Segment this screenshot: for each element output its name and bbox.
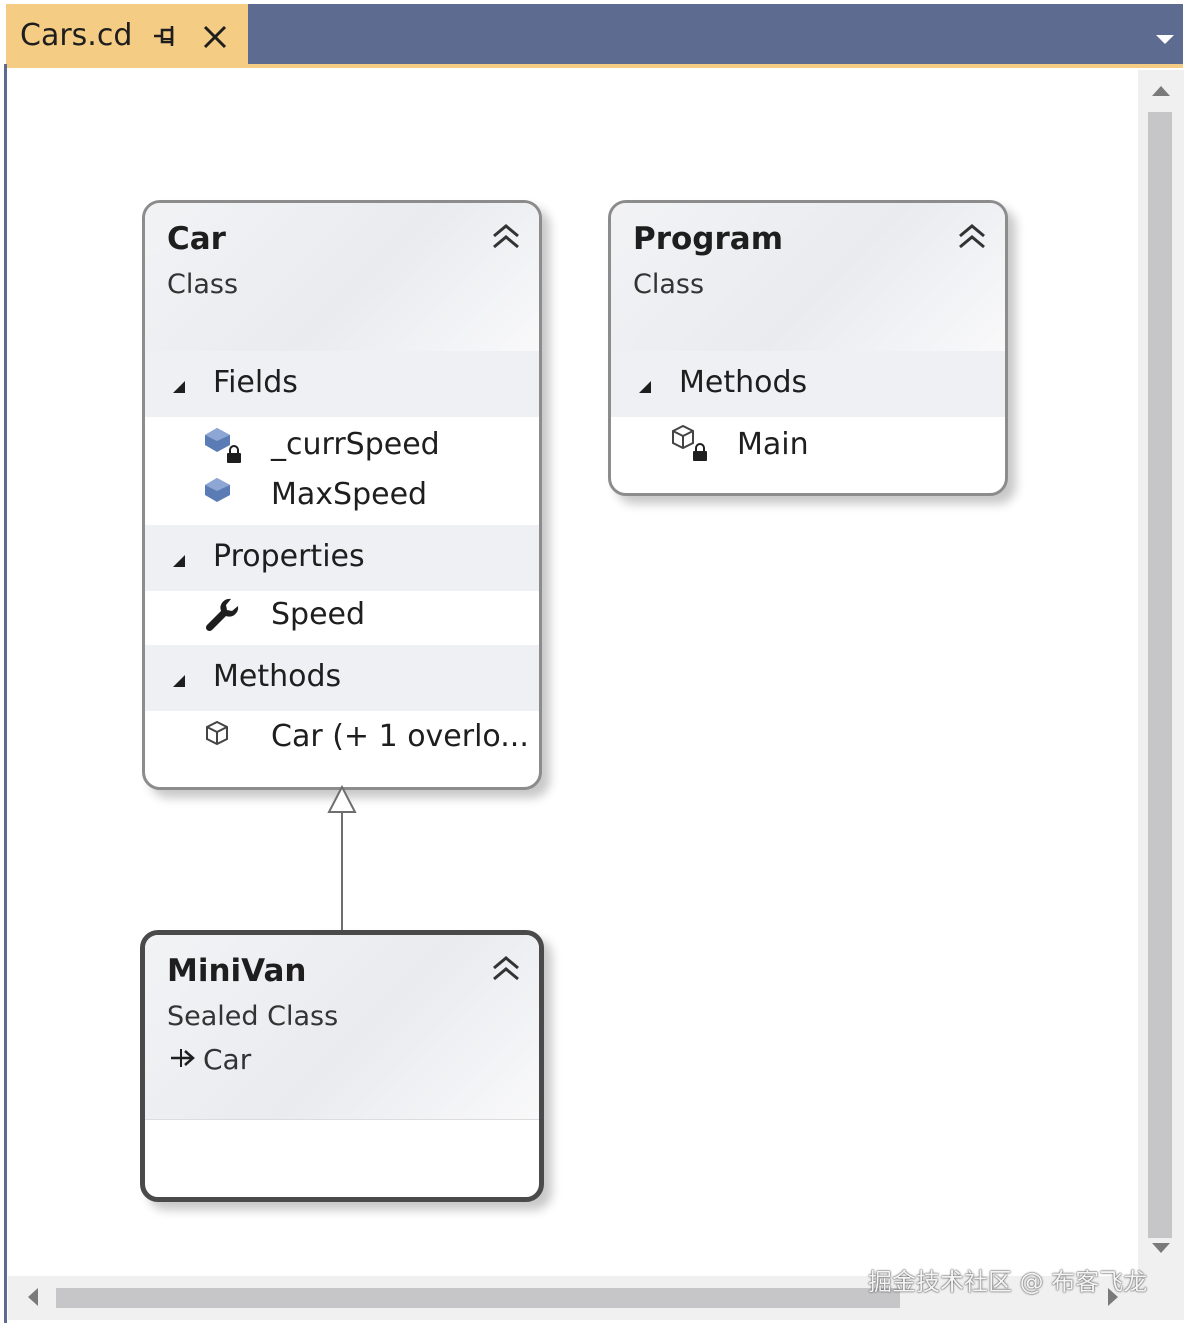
expand-triangle-icon[interactable]	[171, 553, 187, 569]
pin-icon[interactable]	[152, 26, 180, 46]
compartment-fields[interactable]: Fields	[145, 351, 539, 417]
expand-triangle-icon[interactable]	[637, 379, 653, 395]
window-border	[4, 64, 7, 1323]
expand-triangle-icon[interactable]	[171, 673, 187, 689]
member-row-field[interactable]: _currSpeed	[145, 421, 539, 473]
class-name: Car	[167, 221, 226, 257]
base-type-arrow-icon	[171, 1049, 195, 1067]
wrench-icon	[205, 598, 239, 632]
scroll-left-icon[interactable]	[26, 1286, 40, 1308]
member-row-property[interactable]: Speed	[145, 593, 539, 645]
document-tab-strip: Cars.cd	[6, 4, 1183, 64]
class-kind: Class	[167, 269, 239, 300]
member-label: _currSpeed	[271, 427, 440, 462]
field-icon	[205, 478, 230, 502]
scroll-right-icon[interactable]	[1106, 1286, 1120, 1308]
class-name: Program	[633, 221, 784, 257]
private-method-icon	[672, 424, 707, 461]
vertical-scroll-thumb[interactable]	[1148, 112, 1172, 1238]
member-label: Car (+ 1 overlo...	[271, 719, 529, 754]
scrollbar-corner	[1138, 1268, 1184, 1320]
class-shape-minivan[interactable]: MiniVan Sealed Class Car	[140, 930, 544, 1202]
class-kind: Sealed Class	[167, 1001, 339, 1032]
collapse-chevron-icon[interactable]	[957, 223, 987, 249]
inheritance-connector[interactable]	[320, 784, 364, 936]
expand-triangle-icon[interactable]	[171, 379, 187, 395]
member-row-method[interactable]: Car (+ 1 overlo...	[145, 713, 539, 765]
class-kind: Class	[633, 269, 705, 300]
collapse-chevron-icon[interactable]	[491, 223, 521, 249]
private-field-icon	[205, 428, 241, 463]
compartment-label: Methods	[213, 659, 342, 694]
tab-cars-cd[interactable]: Cars.cd	[6, 4, 248, 64]
class-header-minivan: MiniVan Sealed Class Car	[145, 935, 539, 1120]
class-shape-car[interactable]: Car Class Fields _currSpeed	[142, 200, 542, 790]
class-header-car: Car Class	[145, 203, 539, 352]
class-shape-program[interactable]: Program Class Methods Main	[608, 200, 1008, 496]
tab-dropdown-icon[interactable]	[1154, 32, 1176, 46]
tab-underline	[6, 64, 1183, 68]
watermark: 掘金技术社区 @ 布客飞龙	[868, 1268, 1148, 1296]
scroll-up-icon[interactable]	[1150, 84, 1172, 98]
compartment-methods[interactable]: Methods	[145, 645, 539, 711]
method-cube-icon	[206, 720, 228, 746]
compartment-label: Properties	[213, 539, 365, 574]
member-label: MaxSpeed	[271, 477, 428, 512]
base-class-label: Car	[203, 1043, 252, 1076]
compartment-label: Fields	[213, 365, 298, 400]
collapse-chevron-icon[interactable]	[491, 955, 521, 981]
tab-title: Cars.cd	[20, 18, 133, 53]
member-row-field[interactable]: MaxSpeed	[145, 473, 539, 525]
compartment-label: Methods	[679, 365, 808, 400]
horizontal-scroll-thumb[interactable]	[56, 1288, 900, 1308]
compartment-properties[interactable]: Properties	[145, 525, 539, 591]
close-icon[interactable]	[202, 24, 228, 50]
member-label: Main	[737, 427, 809, 462]
scroll-down-icon[interactable]	[1150, 1241, 1172, 1255]
compartment-methods[interactable]: Methods	[611, 351, 1005, 417]
member-row-method[interactable]: Main	[611, 421, 1005, 473]
class-header-program: Program Class	[611, 203, 1005, 352]
member-label: Speed	[271, 597, 366, 632]
class-name: MiniVan	[167, 953, 307, 989]
